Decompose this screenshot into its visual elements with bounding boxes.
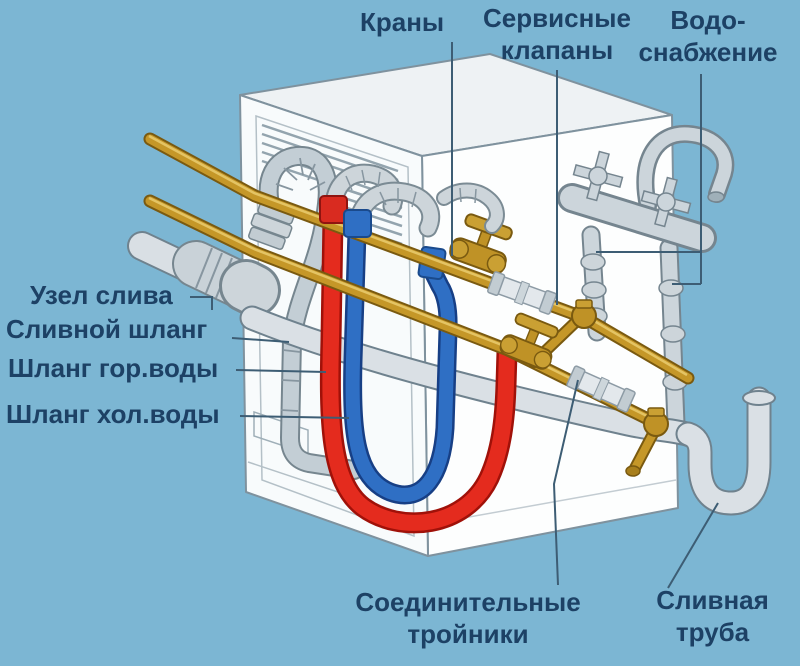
inlet-elbows: [324, 163, 505, 238]
connecting-tee-1: [571, 299, 597, 329]
label-service-valves: Сервисные клапаны: [483, 3, 631, 65]
hot-hose-collar: [319, 195, 348, 224]
faucet-handle-left: [572, 150, 624, 202]
leader-water-supply: [596, 74, 702, 285]
label-drain-pipe: Сливная труба: [656, 585, 769, 647]
hose-ribs: [275, 157, 326, 412]
service-valve-2: [566, 365, 636, 413]
hose-coupler-nut: [248, 201, 296, 250]
leader-cold-hose: [239, 415, 350, 419]
trap-bell-mouth: [742, 390, 776, 406]
service-valve-1: [487, 271, 557, 315]
right-face-kick-seam: [429, 479, 677, 525]
tap-valve-2: [499, 312, 559, 370]
leader-hot-hose: [235, 369, 327, 373]
label-hot-water-hose: Шланг гор.воды: [8, 353, 219, 383]
faucet-spout-outlet: [707, 191, 725, 203]
drain-unit: [127, 231, 281, 317]
faucet-handle-right: [640, 176, 692, 228]
connecting-tee-2: [643, 407, 669, 437]
cold-hose-collar: [343, 209, 372, 238]
label-water-supply: Водо-снабжение: [638, 5, 778, 67]
leader-drain-unit: [190, 296, 213, 310]
back-panel-inset-frame: [255, 114, 415, 538]
leader-lines: [190, 42, 719, 589]
label-cold-water-hose: Шланг хол.воды: [6, 399, 220, 429]
leader-drain-hose: [231, 337, 290, 343]
label-taps: Краны: [360, 7, 445, 37]
hot-water-hose: [319, 207, 518, 534]
label-drain-unit: Узел слива: [30, 280, 173, 310]
tap-valve-1: [449, 213, 513, 275]
leader-connecting-tees: [552, 379, 579, 586]
label-drain-hose: Сливной шланг: [6, 314, 208, 344]
leader-drain-pipe: [667, 502, 719, 589]
label-connecting-tees: Соединительные тройники: [355, 587, 581, 649]
drain-pipe-trap: [675, 386, 776, 516]
